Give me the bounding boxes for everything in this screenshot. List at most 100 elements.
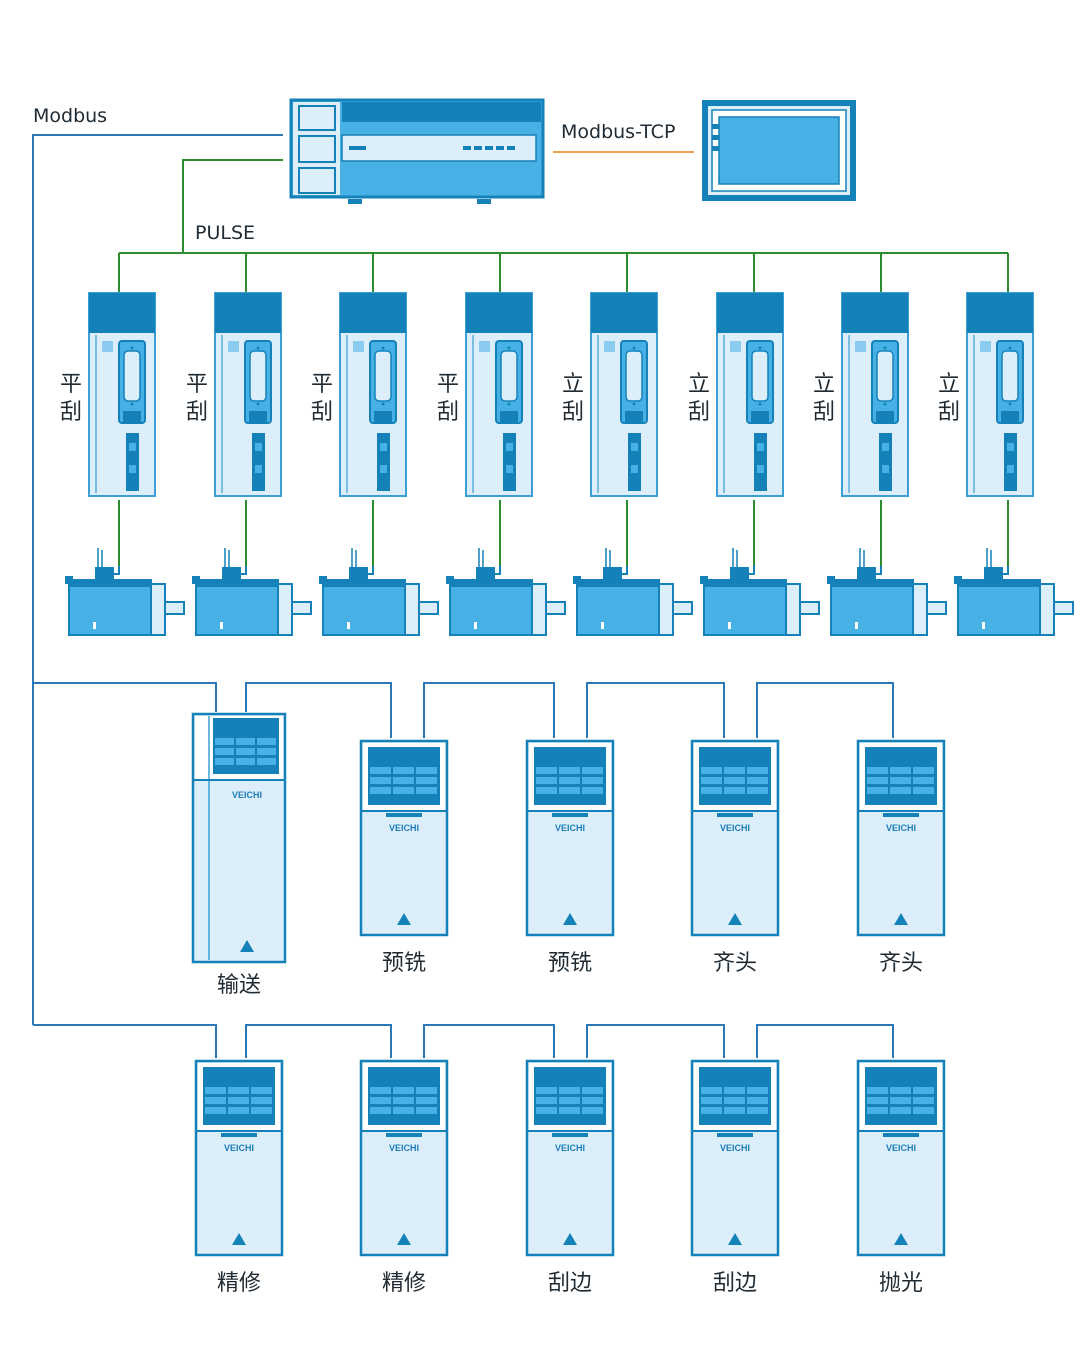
servo-label-top: 立	[688, 372, 710, 397]
warning-triangle-icon	[563, 913, 577, 925]
motor-lead	[749, 566, 755, 575]
motor-lead	[368, 566, 374, 575]
terminal-pin	[631, 465, 638, 473]
warning-triangle-icon	[894, 913, 908, 925]
port-block	[625, 411, 643, 422]
terminal-block	[1004, 433, 1017, 491]
inverter-vent	[883, 813, 919, 817]
motor-connector	[95, 567, 114, 581]
motor-shaft	[926, 601, 947, 615]
keypad-button	[913, 767, 934, 774]
motor-flange	[785, 583, 801, 636]
motor-shaft	[672, 601, 693, 615]
servo-top-panel	[967, 293, 1033, 333]
screw-icon	[507, 402, 511, 406]
terminal-pin	[380, 443, 387, 451]
keypad-button	[251, 1107, 272, 1114]
db-connector-icon	[1001, 350, 1019, 402]
motor-shaft	[1053, 601, 1074, 615]
keypad-button	[867, 1097, 888, 1104]
motor-marker	[220, 622, 223, 629]
keypad-button	[370, 1107, 391, 1114]
inverter-vent	[221, 1133, 257, 1137]
servo-label-bottom: 刮	[562, 400, 584, 425]
motor-rear-cap	[954, 576, 962, 584]
status-led-icon	[980, 341, 991, 352]
inverter-label: 齐头	[713, 951, 757, 976]
terminal-block	[377, 433, 390, 491]
servo-label-bottom: 刮	[437, 400, 459, 425]
db-connector-icon	[876, 350, 894, 402]
keypad-button	[867, 787, 888, 794]
motor-top-stripe	[69, 580, 151, 587]
port-block	[500, 411, 518, 422]
keypad-button	[536, 1107, 557, 1114]
motor-flange	[150, 583, 166, 636]
keypad-button	[913, 1097, 934, 1104]
screw-icon	[883, 346, 887, 350]
keypad-button	[215, 758, 234, 765]
keypad-display	[699, 747, 771, 765]
keypad-button	[416, 1097, 437, 1104]
servo-motor	[827, 548, 947, 636]
inverter-vent	[717, 813, 753, 817]
motor-flange	[912, 583, 928, 636]
inverter-vent	[386, 813, 422, 817]
motor-top-stripe	[577, 580, 659, 587]
keypad-button	[582, 787, 603, 794]
keypad-button	[724, 777, 745, 784]
keypad-display	[534, 747, 606, 765]
screw-icon	[758, 402, 762, 406]
screw-icon	[1008, 346, 1012, 350]
motor-shaft	[799, 601, 820, 615]
keypad-button	[913, 1107, 934, 1114]
keypad-button	[416, 787, 437, 794]
keypad-button	[393, 1097, 414, 1104]
motor-marker	[601, 622, 604, 629]
terminal-pin	[1007, 465, 1014, 473]
terminal-block	[126, 433, 139, 491]
keypad-button	[416, 777, 437, 784]
motor-flange	[404, 583, 420, 636]
keypad-button	[747, 777, 768, 784]
servo-label-top: 平	[60, 372, 82, 397]
terminal-block	[503, 433, 516, 491]
keypad-button	[747, 787, 768, 794]
warning-triangle-icon	[894, 1233, 908, 1245]
hmi-touchscreen	[702, 100, 856, 201]
inverter-vent	[386, 1133, 422, 1137]
keypad-display	[203, 1067, 275, 1085]
pulse-bus	[118, 159, 1009, 572]
servo-top-panel	[591, 293, 657, 333]
motor-connector	[603, 567, 622, 581]
motor-top-stripe	[450, 580, 532, 587]
keypad-button	[747, 1087, 768, 1094]
port-block	[374, 411, 392, 422]
keypad-button	[215, 748, 234, 755]
db-connector-icon	[249, 350, 267, 402]
modbus-tcp-label: Modbus-TCP	[561, 121, 675, 143]
terminal-pin	[882, 443, 889, 451]
warning-triangle-icon	[397, 913, 411, 925]
port-block	[249, 411, 267, 422]
inverter-label: 精修	[217, 1271, 261, 1296]
servo-drive: 立刮	[688, 292, 784, 497]
status-led-icon	[604, 341, 615, 352]
keypad-button	[251, 1097, 272, 1104]
screw-icon	[256, 346, 260, 350]
keypad-button	[890, 1087, 911, 1094]
keypad-button	[913, 787, 934, 794]
brand-logo: VEICHI	[389, 823, 419, 833]
motor-flange	[277, 583, 293, 636]
screw-icon	[381, 346, 385, 350]
motor-rear-cap	[65, 576, 73, 584]
servo-drive: 平刮	[311, 292, 407, 497]
servo-label-bottom: 刮	[688, 400, 710, 425]
keypad-button	[724, 1087, 745, 1094]
keypad-button	[559, 1097, 580, 1104]
db-connector-icon	[500, 350, 518, 402]
status-led-icon	[228, 341, 239, 352]
keypad-button	[913, 1087, 934, 1094]
screw-icon	[883, 402, 887, 406]
